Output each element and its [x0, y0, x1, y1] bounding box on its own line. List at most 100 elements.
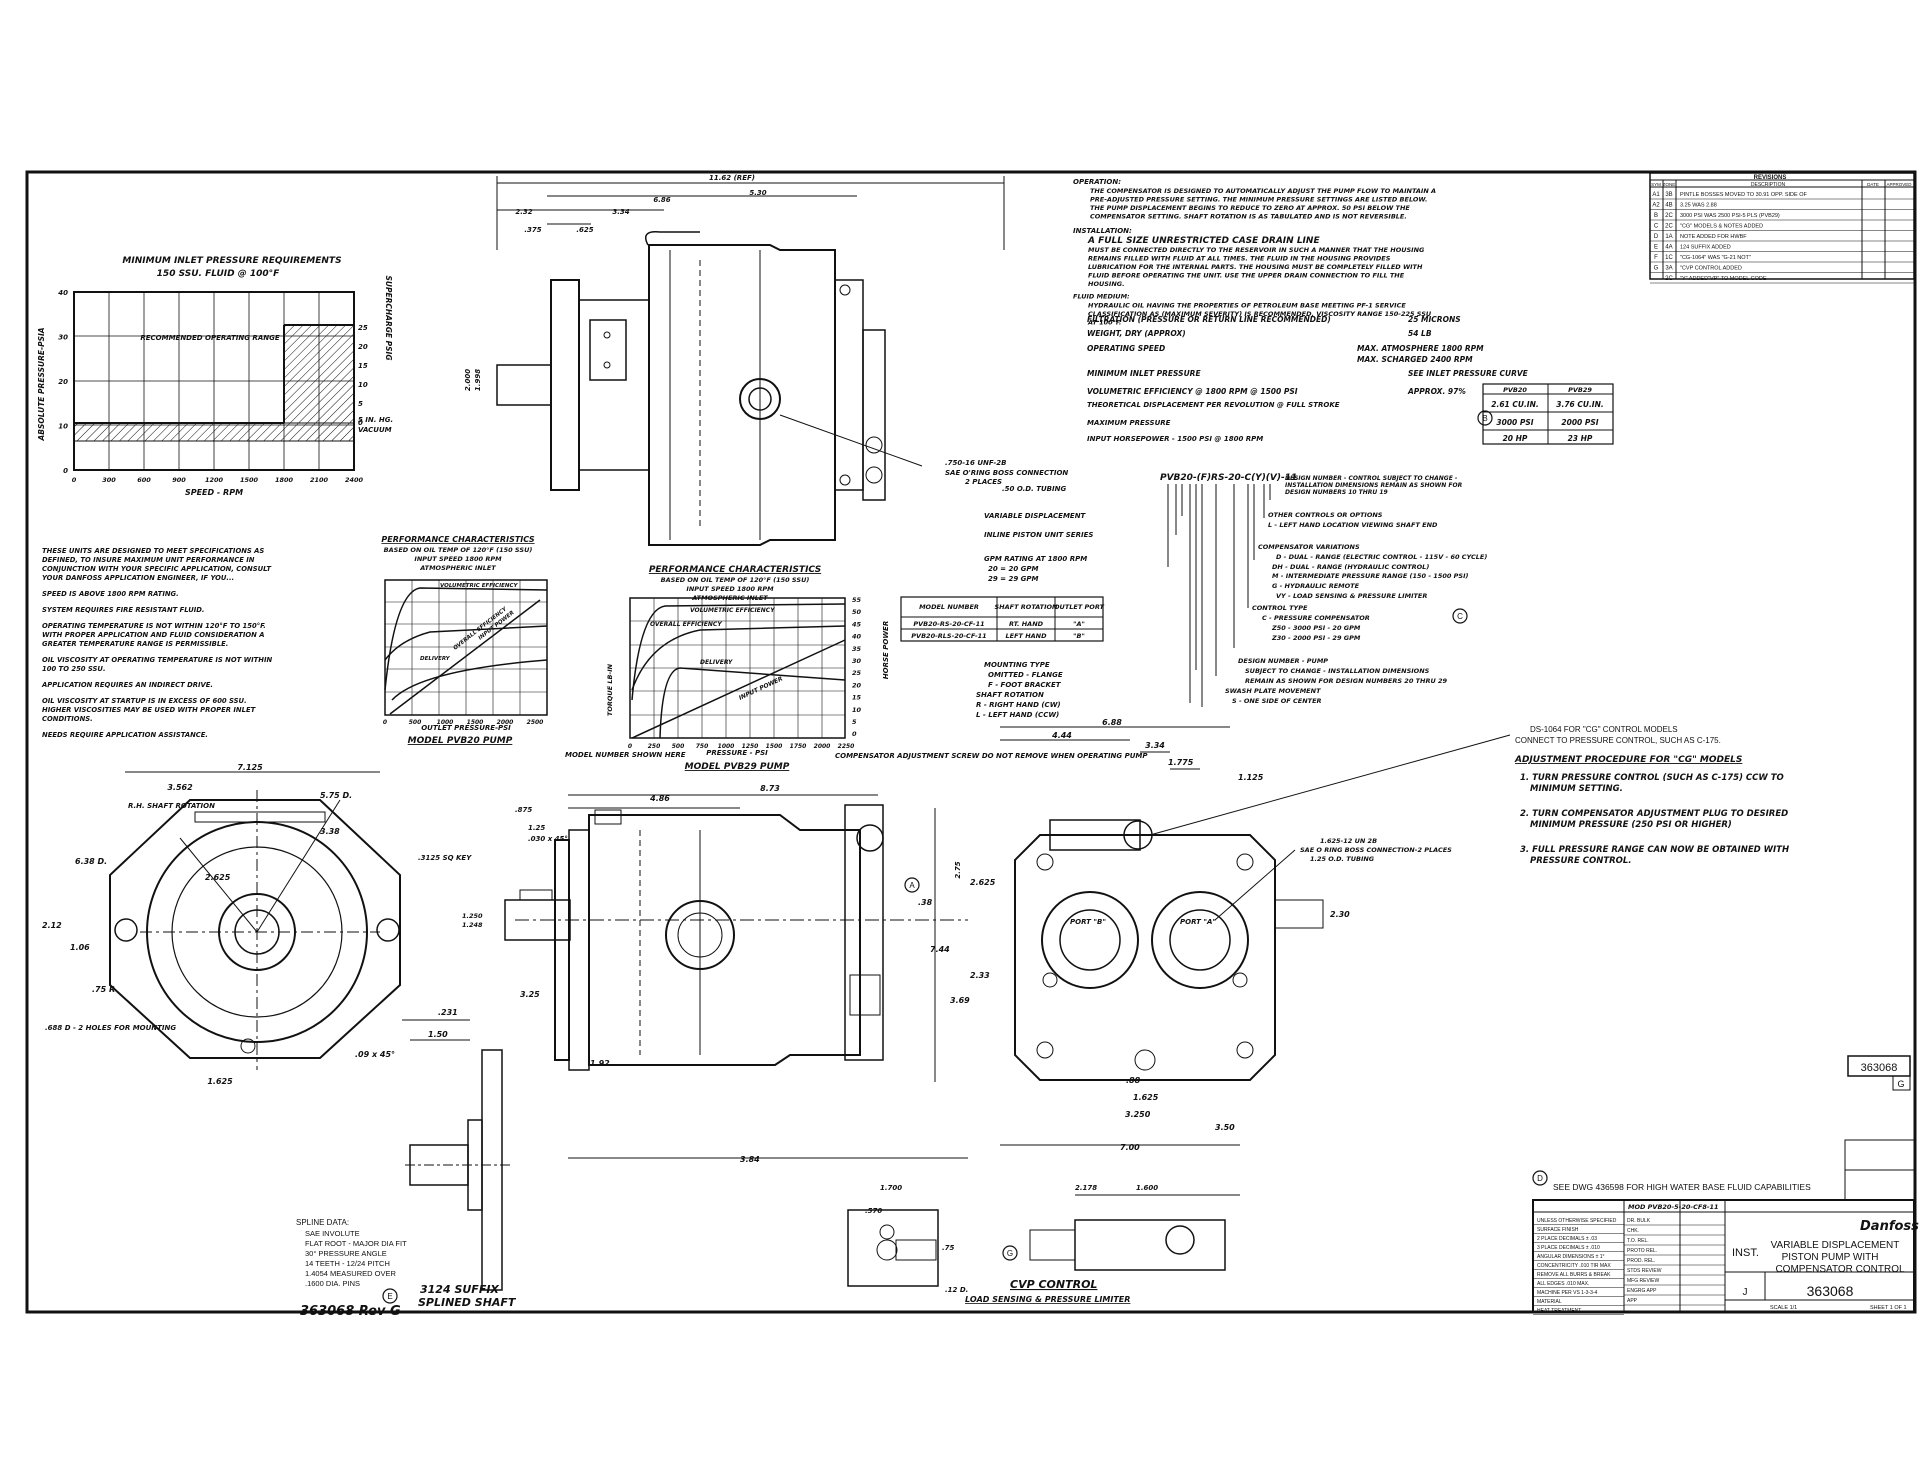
perf29-xtick: 1250 [742, 743, 759, 750]
model-code-item: G - HYDRAULIC REMOTE [1272, 582, 1360, 590]
top-dim-overall: 11.62 (REF) [709, 174, 755, 182]
spline-title: SPLINE DATA: [296, 1218, 349, 1227]
cvp-dim-12: .12 D. [945, 1286, 968, 1294]
inlet-xtick: 300 [102, 476, 116, 484]
model-code: PVB20-(F)RS-20-C(Y)(V)-11 DESIGN NUMBER … [976, 473, 1487, 719]
spec-value: 25 MICRONS [1408, 315, 1461, 324]
tb-mid-row: APP [1627, 1298, 1638, 1304]
inlet-vacuum-2: VACUUM [358, 426, 392, 434]
model-code-item: S - ONE SIDE OF CENTER [1232, 697, 1322, 705]
cvp-subtitle: LOAD SENSING & PRESSURE LIMITER [965, 1295, 1130, 1304]
perf29-rtick: 15 [852, 694, 862, 702]
perf29-sub1: BASED ON OIL TEMP OF 120°F (150 SSU) [661, 576, 810, 584]
cvp-dim-1700: 1.700 [880, 1184, 902, 1192]
rev-sym: A1 [1652, 192, 1660, 198]
model-code-item: VY - LOAD SENSING & PRESSURE LIMITER [1276, 592, 1427, 600]
tb-dwg-no: 363068 [1807, 1283, 1854, 1299]
inlet-ytick: 0 [63, 467, 68, 475]
port-conn-note-1: 1.625-12 UN 2B [1320, 837, 1377, 845]
end-dim-212: 2.12 [42, 921, 62, 930]
end-dim-638: 6.38 D. [75, 857, 107, 866]
install-line: HOUSING. [1088, 280, 1125, 288]
side-dim-486: 4.86 [649, 794, 670, 803]
spec-label: OPERATING SPEED [1087, 344, 1165, 353]
circle-tag [382, 1288, 398, 1304]
inlet-rtick: 20 [358, 343, 368, 351]
perf29-rtick: 0 [852, 730, 857, 738]
perf29-rtick: 55 [852, 596, 862, 604]
perf20-xtick: 2000 [497, 719, 514, 726]
rev-zone: 2C [1665, 213, 1673, 219]
inlet-region-label: RECOMMENDED OPERATING RANGE [140, 334, 280, 342]
model-table: MODEL NUMBER SHAFT ROTATION OUTLET PORT … [900, 596, 1105, 642]
perf29-rtick: 20 [852, 681, 862, 689]
perf29-xtick: 250 [648, 743, 661, 750]
install-line: FLUID BEFORE OPERATING THE UNIT. USE THE… [1088, 272, 1405, 280]
tb-left-row: 2 PLACE DECIMALS ± .03 [1537, 1236, 1597, 1242]
port-dim-233: 2.33 [970, 971, 990, 980]
tb-mid-row: DR. BULK [1627, 1218, 1651, 1224]
spline-line: 14 TEETH - 12/24 PITCH [305, 1259, 390, 1268]
rev-h-date: DATE [1867, 182, 1879, 187]
end-dim-75r: .75 R [92, 985, 115, 994]
left-note-line: NEEDS REQUIRE APPLICATION ASSISTANCE. [42, 731, 208, 739]
rev-sym: D [1654, 234, 1659, 240]
left-note-line: HIGHER VISCOSITIES MAY BE USED WITH PROP… [42, 706, 257, 714]
model-r2-c3: "B" [1073, 632, 1085, 640]
tb-mid-row: ENGRG APP [1627, 1288, 1657, 1294]
spec-value: 54 LB [1408, 329, 1432, 338]
end-dim-1625: 1.625 [207, 1077, 233, 1086]
left-note-line: OIL VISCOSITY AT OPERATING TEMPERATURE I… [42, 656, 273, 664]
adj-ds-2: CONNECT TO PRESSURE CONTROL, SUCH AS C-1… [1515, 736, 1721, 745]
revisions-table: REVISIONS SYM ZONE DESCRIPTION DATE APPR… [1649, 172, 1915, 284]
tb-model-line: MOD PVB20-5-20-CF8-11 [1628, 1203, 1719, 1211]
tb-title-3: COMPENSATOR CONTROL [1775, 1264, 1905, 1275]
end-dim-3562: 3.562 [167, 783, 193, 792]
top-port-note-2: SAE O'RING BOSS CONNECTION [945, 469, 1068, 477]
rev-desc: "CVP CONTROL ADDED [1680, 266, 1742, 272]
model-code-left-item: INLINE PISTON UNIT SERIES [984, 531, 1093, 539]
model-r1-c3: "A" [1073, 620, 1085, 628]
perf29-xtick: 2250 [838, 743, 855, 750]
side-dim-1250: 1.250 [462, 912, 483, 920]
disp-v2: 3.76 CU.IN. [1556, 400, 1603, 409]
spline-line: .1600 DIA. PINS [305, 1279, 360, 1288]
end-dim-106: 1.06 [70, 943, 90, 952]
rev-sym: G [1654, 266, 1659, 272]
perf29-xtick: 2000 [814, 743, 831, 750]
inlet-vacuum-1: 5 IN. HG. [358, 416, 393, 424]
pump-side-view: 8.73 4.86 .875 1.25 .030 x 45° .3125 SQ … [418, 751, 1148, 1164]
top-dim-232: 2.32 [515, 208, 532, 216]
op-line: THE PUMP DISPLACEMENT BEGINS TO REDUCE T… [1090, 204, 1410, 212]
perf20-xlabel: OUTLET PRESSURE-PSI [421, 724, 511, 732]
rev-h-approved: APPROVED [1886, 182, 1912, 187]
side-dim-030: .030 x 45° [528, 835, 568, 843]
left-note-line: OIL VISCOSITY AT STARTUP IS IN EXCESS OF… [42, 697, 247, 705]
inlet-rtick: 10 [358, 381, 368, 389]
model-code-item: DESIGN NUMBERS 10 THRU 19 [1285, 489, 1388, 496]
inlet-ylabel-left: ABSOLUTE PRESSURE-PSIA [37, 327, 46, 441]
left-note-line: GREATER TEMPERATURE RANGE IS PERMISSIBLE… [42, 640, 228, 648]
left-note-line: CONJUNCTION WITH YOUR SPECIFIC APPLICATI… [42, 565, 272, 573]
rev-zone: 3B [1665, 192, 1672, 198]
perf29-curve3: DELIVERY [700, 659, 733, 666]
model-code-left-item: OMITTED - FLANGE [988, 671, 1063, 679]
perf29-rtick: 35 [852, 645, 862, 653]
circle-tag-letter: G [1007, 1249, 1013, 1258]
shaft-suffix-2: SPLINED SHAFT [418, 1296, 517, 1309]
disp-v2: 2000 PSI [1561, 418, 1598, 427]
tb-left-row: UNLESS OTHERWISE SPECIFIED [1537, 1218, 1617, 1224]
inlet-ylabel-right: SUPERCHARGE PSIG [384, 276, 393, 361]
port-dim-444: 4.44 [1051, 731, 1072, 740]
fluid-heading: FLUID MEDIUM: [1073, 293, 1130, 301]
disp-v2: 23 HP [1568, 434, 1593, 443]
disp-v1: 2.61 CU.IN. [1491, 400, 1538, 409]
side-dim-873: 8.73 [760, 784, 780, 793]
tb-left-row: MACHINE PER VS 1-3-3-4 [1537, 1290, 1598, 1296]
perf29-model: MODEL PVB29 PUMP [685, 762, 790, 772]
end-dim-7125: 7.125 [237, 763, 263, 772]
top-dim-1998: 1.998 [474, 369, 482, 391]
cvp-dim-1600: 1.600 [1136, 1184, 1158, 1192]
tb-left-row: ALL EDGES .010 MAX. [1537, 1281, 1589, 1287]
